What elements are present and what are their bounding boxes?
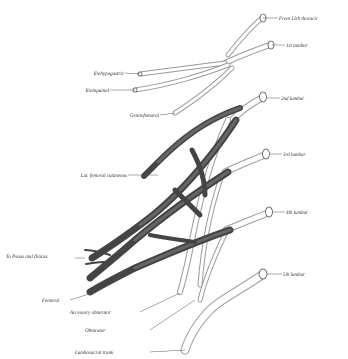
label-to-psoas-and-iliacus: To Psoas and Iliacus: [6, 255, 48, 260]
label-obturator: Obturator: [85, 329, 105, 334]
label-4th-lumbar: 4th lumbar: [286, 211, 308, 216]
labels: From 12th thoracic 1st lumbar Iliohypoga…: [6, 17, 319, 356]
label-accessory-obturator: Accessory obturator: [69, 311, 111, 316]
label-from-12th-thoracic: From 12th thoracic: [278, 17, 319, 22]
label-5th-lumbar: 5th lumbar: [283, 273, 305, 278]
label-3rd-lumbar: 3rd lumbar: [283, 153, 306, 158]
label-femoral: Femoral: [41, 299, 60, 304]
label-lumbosacral-trunk: Lumbosacral trunk: [74, 351, 114, 356]
label-2nd-lumbar: 2nd lumbar: [281, 97, 304, 102]
label-genitofemoral: Genitofemoral: [130, 114, 160, 119]
label-1st-lumbar: 1st lumbar: [286, 44, 308, 49]
label-iliohypogastric: Iliohypogastric: [92, 72, 124, 77]
label-ilioinguinal: Ilioinguinal: [84, 89, 109, 94]
label-lat-femoral-cutaneous: Lat. femoral cutaneous: [80, 174, 127, 179]
